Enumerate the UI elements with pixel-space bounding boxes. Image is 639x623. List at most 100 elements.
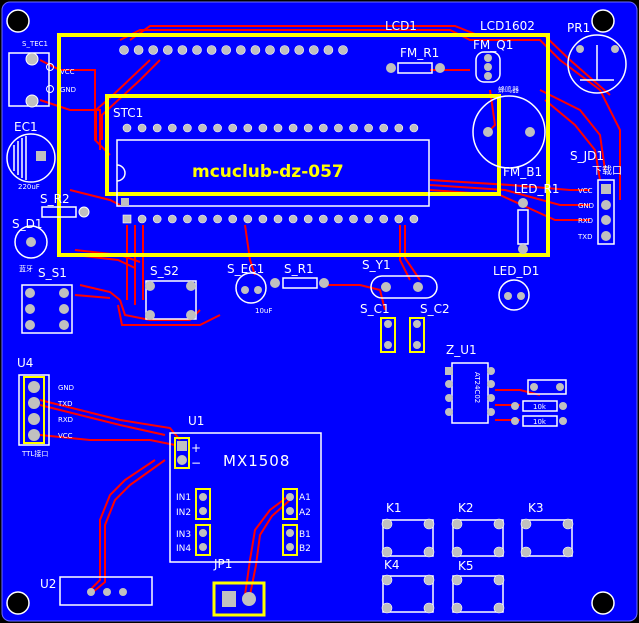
stc1-pin-top-19	[394, 123, 404, 133]
u4-pad-4	[28, 429, 40, 441]
stc1-pin-bottom-10	[258, 214, 268, 224]
label-u2: U2	[40, 577, 56, 591]
u1-power-header	[174, 437, 190, 469]
fm-q1-pad-3	[484, 72, 492, 80]
u1-a1-text: A1	[299, 493, 311, 503]
lcd-top-header	[119, 45, 348, 55]
stc1-pin-bottom-6	[198, 214, 207, 224]
s-d1-pad	[26, 237, 36, 247]
stc1-pin-bottom-4	[168, 214, 177, 224]
k2-pad-2	[493, 518, 505, 530]
u1-body	[169, 432, 322, 563]
stc1-pin-bottom-13	[303, 214, 313, 224]
lcd-pin-9	[236, 45, 246, 55]
s-ec1-pad-1	[241, 286, 249, 294]
stc1-pin-bottom-18	[379, 214, 389, 224]
ec1-value-text: 220uF	[18, 183, 40, 191]
mounting-hole-tl	[6, 9, 30, 33]
u1-in12-header	[195, 488, 211, 520]
u1-b2-text: B2	[299, 544, 311, 554]
led-d1-body	[498, 279, 530, 311]
pr1-mark	[580, 45, 614, 81]
lcd-pin-1	[119, 45, 129, 55]
z-cap-body	[527, 379, 567, 395]
k4-pad-4	[423, 602, 435, 614]
k3-pad-4	[562, 546, 574, 558]
u1-pad-in2	[199, 507, 207, 515]
label-s-c2: S_C2	[420, 302, 450, 316]
lcd-pin-5	[177, 45, 188, 55]
fm-b1-body	[472, 95, 546, 169]
k5-pad-1	[451, 574, 463, 586]
s-r1-pad-1	[270, 278, 280, 288]
s-jd1-pad-1	[601, 184, 611, 194]
stc1-pin-top-17	[364, 123, 373, 133]
stc1-pin-top-14	[318, 123, 328, 133]
stc1-pin-bottom-7	[213, 214, 222, 224]
label-s-jd1: S_JD1	[570, 149, 604, 163]
k3-pad-3	[520, 546, 532, 558]
lcd-outline	[57, 33, 550, 257]
label-u4: U4	[17, 356, 33, 370]
u4-ttl-text: TTL接口	[21, 449, 48, 458]
stc1-pin-top-18	[379, 123, 389, 133]
ec1-stripe	[13, 136, 27, 180]
stc1-pin-top-10	[258, 123, 268, 133]
lcd-pin-2	[133, 45, 144, 55]
u1-pad-a2	[286, 507, 294, 515]
u1-minus-text: −	[191, 456, 201, 470]
k1-pad-4	[423, 546, 435, 558]
u1-in1-text: IN1	[176, 493, 191, 503]
z-r2-value-text: 10k	[533, 418, 547, 426]
k5-pad-4	[493, 602, 505, 614]
stc1-pin-top-2	[137, 123, 147, 133]
z-u1-pad-7	[487, 394, 495, 402]
lcd-pin-3	[148, 45, 158, 55]
mounting-hole-br	[591, 591, 615, 615]
u1-in2-text: IN2	[176, 508, 191, 518]
fm-q1-pad-1	[484, 54, 492, 62]
label-led-r1: LED_R1	[514, 182, 559, 196]
lcd-pin-10	[250, 45, 261, 55]
label-s-ec1: S_EC1	[227, 262, 264, 276]
u1-pad-in1	[199, 493, 207, 501]
label-k2: K2	[458, 501, 474, 515]
pr1-body	[567, 34, 627, 94]
stc1-pin-top-5	[183, 123, 192, 133]
u4-pad-2	[28, 397, 40, 409]
stc1-pin-bottom-17	[364, 214, 373, 224]
label-jp1: JP1	[213, 557, 232, 571]
k4-pad-1	[381, 574, 393, 586]
s-y1-pad-2	[413, 282, 423, 292]
pr1-pad-2	[611, 45, 619, 53]
stc1-body	[116, 139, 430, 207]
u1-pad-in4	[199, 543, 207, 551]
u4-txd-text: TXD	[57, 400, 72, 408]
lcd-window	[105, 94, 501, 196]
stc1-pin-top-7	[213, 123, 222, 133]
stc1-pin-top-6	[198, 123, 207, 133]
fm-q1-body	[475, 51, 501, 83]
u1-pad-in3	[199, 529, 207, 537]
z-u1-pad-8	[487, 408, 495, 416]
lcd-pin-4	[163, 45, 173, 55]
fm-r1-body	[397, 62, 433, 74]
s-jd1-body	[597, 179, 615, 245]
lcd-pin-7	[206, 45, 217, 55]
k4-pad-2	[423, 574, 435, 586]
u1-in3-text: IN3	[176, 530, 191, 540]
k3-pad-1	[520, 518, 532, 530]
s-c1-body	[380, 317, 396, 353]
k4-body	[382, 575, 434, 613]
stc1-pin-top-8	[228, 123, 237, 133]
s-s2-pad-4	[186, 310, 196, 320]
s-r2-pad	[78, 206, 90, 218]
z-r2-body	[522, 415, 558, 427]
led-r1-pad-2	[518, 244, 528, 254]
s-jd1-pad-2	[601, 200, 611, 210]
k2-body	[452, 519, 504, 557]
s-c2-pad-2	[413, 341, 421, 349]
u1-power-pad-1	[177, 441, 187, 451]
u2-body	[59, 576, 153, 606]
